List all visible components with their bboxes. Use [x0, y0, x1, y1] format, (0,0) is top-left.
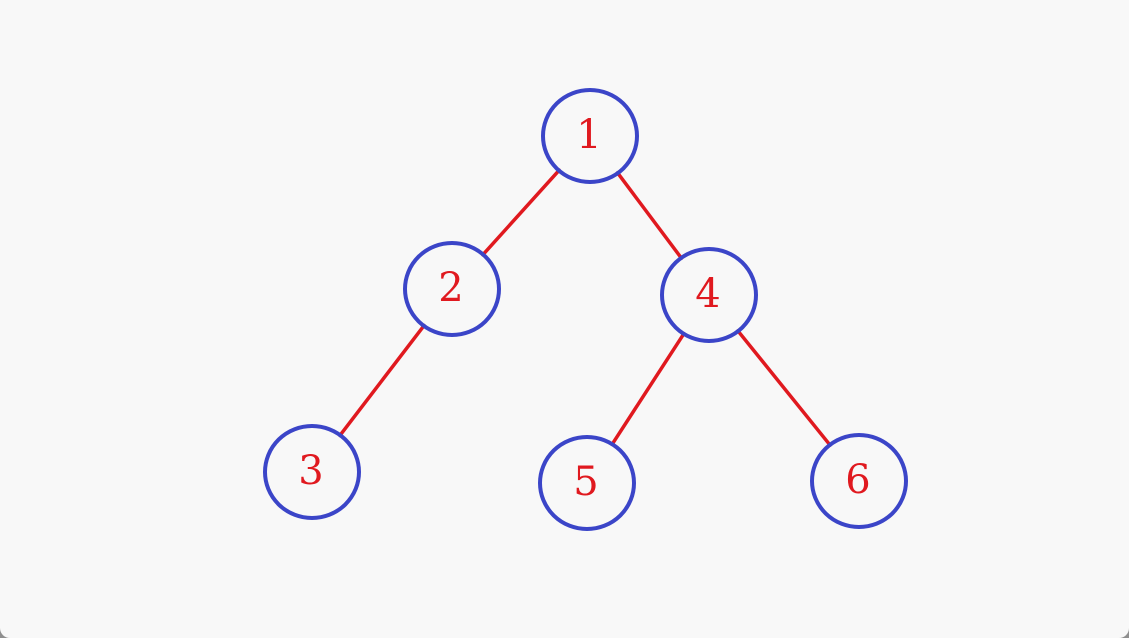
node-circle [541, 88, 639, 184]
tree-edges [338, 168, 832, 447]
node-label: 1 [576, 112, 601, 158]
node-circle [660, 247, 758, 343]
tree-node-3: 3 [263, 424, 361, 520]
tree-node-4: 4 [660, 247, 758, 343]
node-label: 4 [695, 271, 720, 317]
tree-node-1: 1 [541, 88, 639, 184]
node-label: 5 [573, 459, 598, 505]
edge-n1-n4 [615, 171, 684, 260]
tree-node-2: 2 [403, 241, 501, 337]
node-circle [538, 435, 636, 531]
edge-n1-n2 [481, 168, 561, 257]
edge-n4-n6 [736, 329, 832, 447]
edge-n4-n5 [610, 331, 686, 447]
node-label: 6 [845, 457, 870, 503]
tree-node-6: 6 [810, 433, 908, 529]
node-circle [263, 424, 361, 520]
node-circle [810, 433, 908, 529]
node-label: 2 [438, 265, 463, 311]
node-label: 3 [298, 448, 323, 494]
edge-n2-n3 [338, 323, 426, 438]
tree-nodes: 1 2 3 4 5 6 [263, 88, 908, 531]
tree-node-5: 5 [538, 435, 636, 531]
node-circle [403, 241, 501, 337]
